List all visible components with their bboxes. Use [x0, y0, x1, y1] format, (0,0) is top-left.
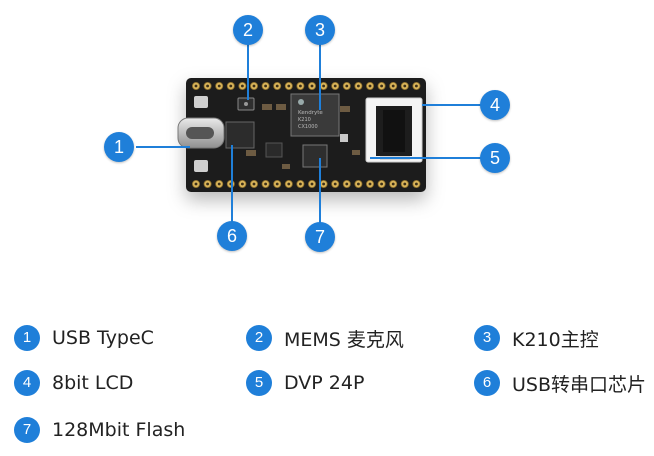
boot-button: [194, 160, 208, 172]
header-pin-hole: [217, 182, 221, 186]
legend-label: DVP 24P: [284, 372, 365, 394]
header-pin-hole: [415, 182, 418, 186]
legend-item-4: 4 8bit LCD: [14, 367, 133, 399]
header-pin-hole: [322, 182, 325, 186]
header-pin-hole: [264, 84, 267, 88]
header-pin-hole: [229, 84, 233, 88]
board-diagram: Kendryte K210 CX1000 1 2 3 4: [104, 15, 510, 252]
legend-item-7: 7 128Mbit Flash: [14, 414, 185, 446]
legend-row-2: 4 8bit LCD 5 DVP 24P 6 USB转串口芯片: [0, 367, 654, 399]
header-pin-hole: [415, 84, 418, 88]
header-pin-hole: [275, 182, 279, 186]
chip-marking-1: Kendryte: [298, 110, 323, 116]
header-pin-hole: [299, 84, 302, 88]
callout-badge-3: 3: [305, 15, 335, 45]
legend-number: 2: [246, 325, 272, 351]
header-pins-top: [191, 82, 421, 91]
legend-number: 4: [14, 370, 40, 396]
callout-badge-1: 1: [104, 132, 134, 162]
callout-badge-5: 5: [480, 143, 510, 173]
legend-label: USB转串口芯片: [512, 373, 647, 396]
chip-marking-2: K210: [298, 117, 311, 123]
legend-number: 6: [474, 370, 500, 396]
header-pin-hole: [403, 84, 407, 88]
header-pin-hole: [275, 84, 279, 88]
header-pin-hole: [333, 182, 337, 186]
legend-item-2: 2 MEMS 麦克风: [246, 322, 404, 354]
header-pin-hole: [357, 182, 360, 186]
header-pin-hole: [264, 182, 267, 186]
leader-lines: [136, 44, 484, 224]
legend-number: 1: [14, 325, 40, 351]
header-pin-hole: [310, 84, 314, 88]
header-pin-hole: [345, 182, 349, 186]
legend-item-3: 3 K210主控: [474, 322, 599, 354]
legend-label: MEMS 麦克风: [284, 328, 404, 351]
header-pin-hole: [368, 182, 372, 186]
legend-item-6: 6 USB转串口芯片: [474, 367, 646, 399]
header-pin-hole: [217, 84, 221, 88]
legend-number: 5: [246, 370, 272, 396]
header-pin-hole: [241, 182, 244, 186]
board-illustration: Kendryte K210 CX1000: [136, 44, 484, 224]
header-pin-hole: [241, 84, 244, 88]
header-pin-hole: [206, 84, 210, 88]
header-pin-hole: [194, 84, 198, 88]
header-pin-hole: [194, 182, 198, 186]
callout-badge-7: 7: [305, 222, 335, 252]
legend-label: USB TypeC: [52, 327, 154, 349]
callout-badge-4: 4: [480, 90, 510, 120]
header-pin-hole: [252, 84, 256, 88]
header-pin-hole: [345, 84, 349, 88]
header-pin-hole: [380, 84, 383, 88]
header-pin-hole: [391, 182, 395, 186]
header-pin-hole: [357, 84, 360, 88]
header-pin-hole: [391, 84, 395, 88]
header-pin-hole: [299, 182, 302, 186]
legend-item-1: 1 USB TypeC: [14, 322, 154, 354]
header-pin-hole: [287, 182, 291, 186]
legend-number: 3: [474, 325, 500, 351]
header-pins-bottom: [191, 179, 421, 188]
legend-label: K210主控: [512, 328, 599, 351]
header-pin-hole: [403, 182, 407, 186]
legend-label: 128Mbit Flash: [52, 419, 186, 441]
header-pin-hole: [310, 182, 314, 186]
legend-row-1: 1 USB TypeC 2 MEMS 麦克风 3 K210主控: [0, 322, 654, 354]
header-pin-hole: [333, 84, 337, 88]
header-pin-hole: [206, 182, 210, 186]
legend-label: 8bit LCD: [52, 372, 134, 394]
header-pin-hole: [287, 84, 291, 88]
header-pin-hole: [380, 182, 383, 186]
chip-marking-3: CX1000: [298, 124, 318, 130]
legend-row-3: 7 128Mbit Flash: [0, 414, 654, 446]
legend-number: 7: [14, 417, 40, 443]
callout-badge-6: 6: [217, 221, 247, 251]
flash-chip: [302, 144, 328, 168]
header-pin-hole: [322, 84, 325, 88]
header-pin-hole: [252, 182, 256, 186]
header-pin-hole: [368, 84, 372, 88]
usb-serial-chip: [225, 121, 255, 149]
reset-button: [194, 96, 208, 108]
legend-item-5: 5 DVP 24P: [246, 367, 364, 399]
callout-badge-2: 2: [233, 15, 263, 45]
